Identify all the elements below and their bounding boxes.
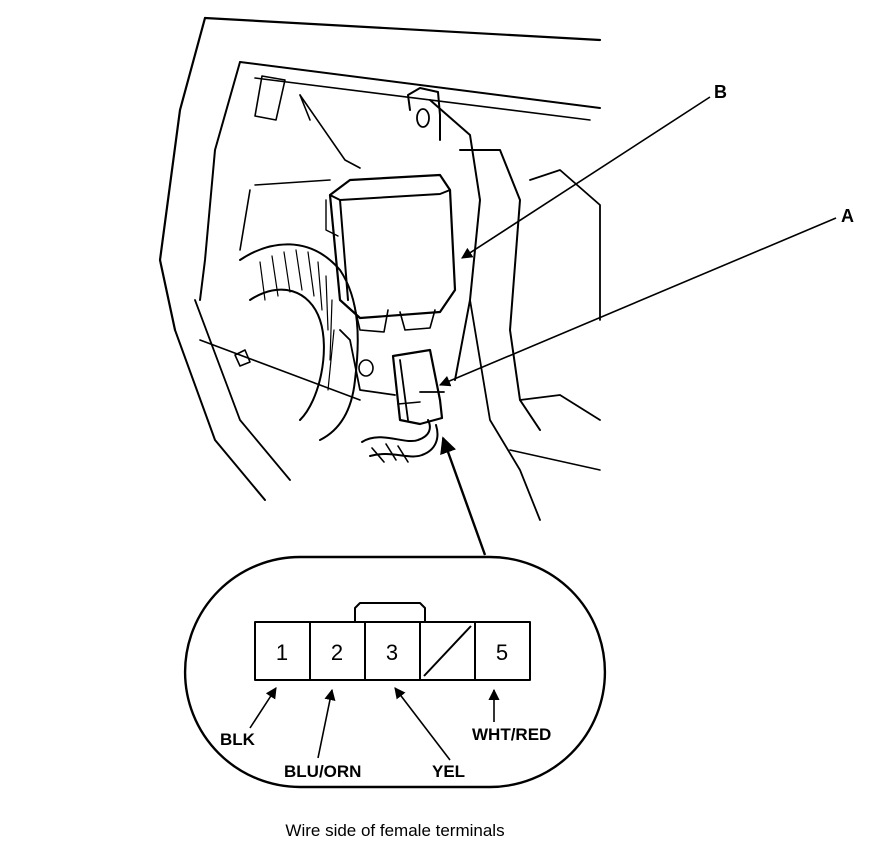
connector-lock-tab bbox=[354, 602, 426, 623]
empty-cavity-slash bbox=[423, 625, 472, 677]
callout-b-leader bbox=[461, 96, 711, 259]
pin-number-3: 3 bbox=[386, 640, 398, 665]
pin-number-2: 2 bbox=[331, 640, 343, 665]
detail-outline bbox=[183, 555, 607, 789]
connector-detail: 1 2 3 5 BLK BLU/ORN YEL WHT/RED bbox=[183, 555, 607, 789]
diagram-caption: Wire side of female terminals bbox=[285, 821, 504, 840]
callout-a-label: A bbox=[841, 206, 854, 226]
pin-number-5: 5 bbox=[496, 640, 508, 665]
dashboard-illustration bbox=[158, 16, 602, 521]
wire-color-blu-orn: BLU/ORN bbox=[284, 762, 361, 781]
callout-b-label: B bbox=[714, 82, 727, 102]
wire-color-yel: YEL bbox=[432, 762, 465, 781]
callout-a-leader bbox=[438, 217, 837, 387]
wire-leader-yel bbox=[394, 687, 451, 761]
connector-a bbox=[391, 348, 445, 426]
view-direction-arrow bbox=[440, 436, 487, 556]
wire-color-blk: BLK bbox=[220, 730, 256, 749]
wire-color-wht-red: WHT/RED bbox=[472, 725, 551, 744]
terminal-cell-5 bbox=[474, 621, 531, 681]
pin-number-1: 1 bbox=[276, 640, 288, 665]
wire-leader-blu-orn bbox=[317, 688, 336, 759]
relay-b bbox=[325, 173, 457, 333]
wire-leader-blk bbox=[249, 687, 277, 729]
